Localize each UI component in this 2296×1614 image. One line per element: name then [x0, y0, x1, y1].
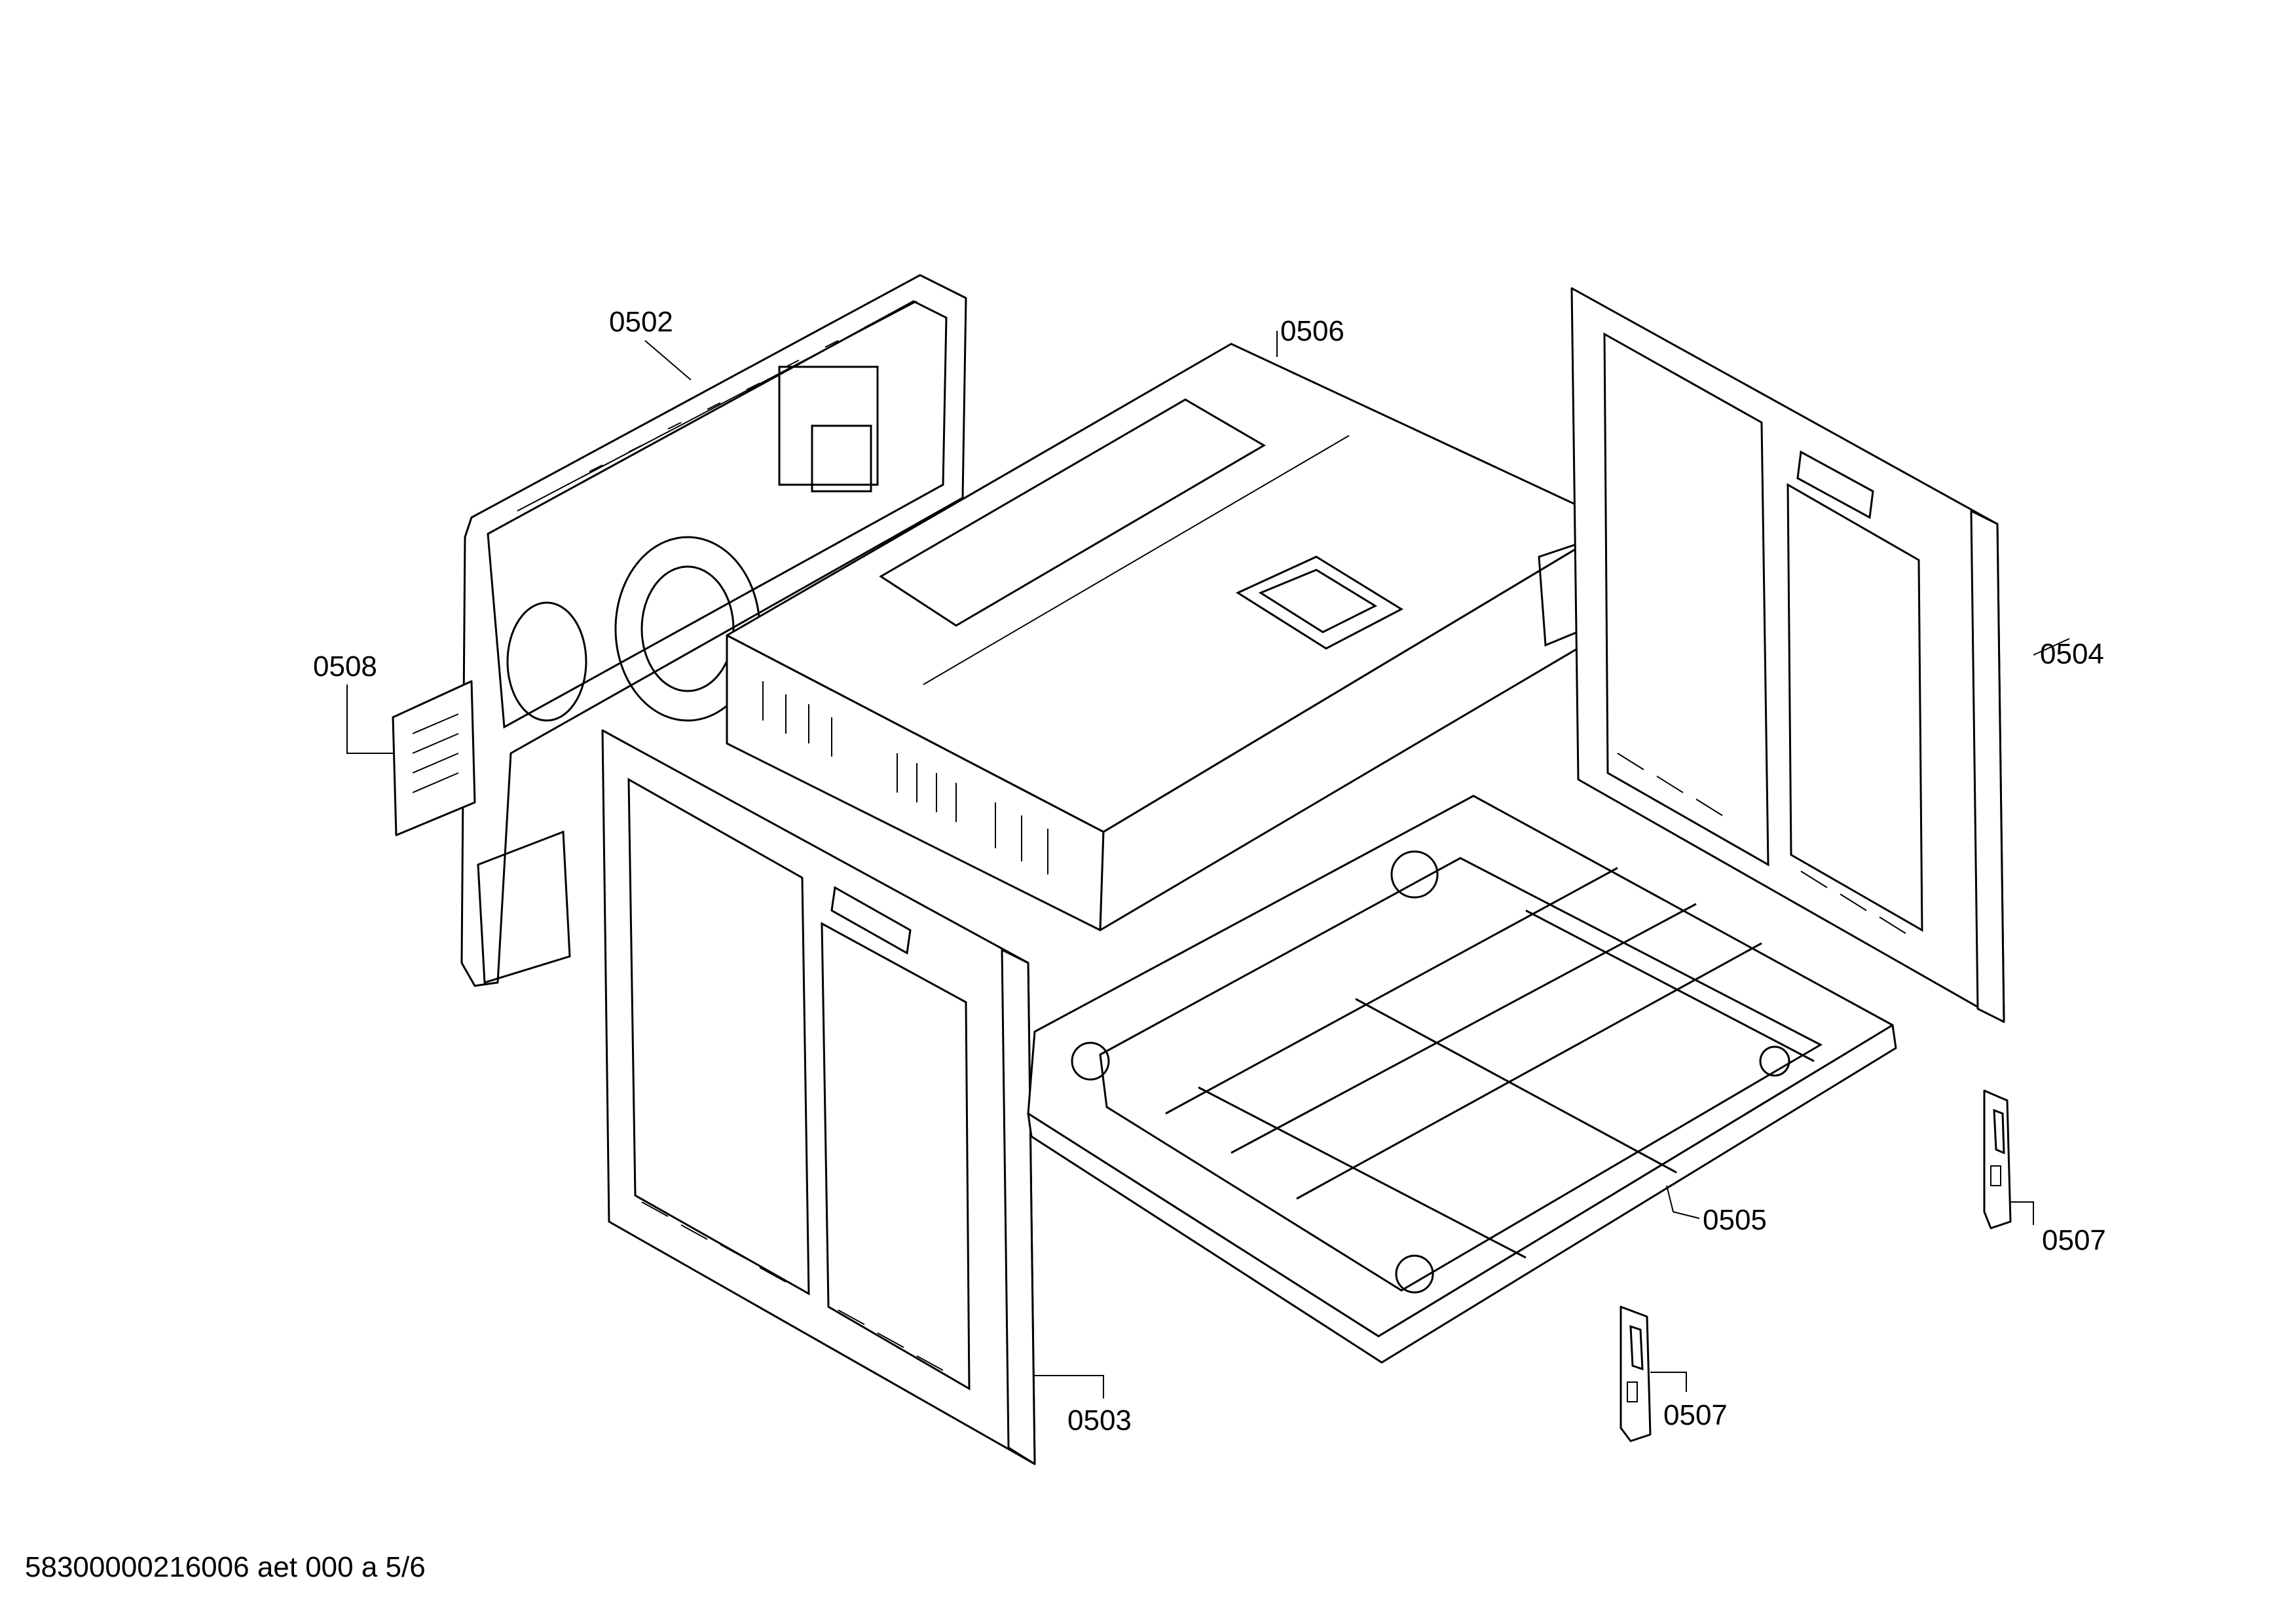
callout-0506: 0506 — [1280, 315, 1344, 347]
part-0502-rear-panel — [460, 274, 967, 987]
callout-0502: 0502 — [609, 306, 673, 338]
callout-0507-bottom: 0507 — [1663, 1399, 1728, 1431]
leader-0508 — [346, 685, 393, 754]
callout-0503: 0503 — [1067, 1404, 1132, 1436]
part-0506-top-cover — [726, 343, 1619, 931]
callout-0505: 0505 — [1703, 1204, 1767, 1236]
callout-0508: 0508 — [313, 650, 377, 683]
leader-0505 — [1666, 1185, 1700, 1219]
leader-lines — [346, 331, 2070, 1398]
part-0504-right-side-wall — [1570, 287, 2005, 1023]
callout-0504: 0504 — [2040, 638, 2104, 670]
leader-0507a — [2010, 1201, 2034, 1225]
leader-0502 — [644, 340, 692, 381]
part-0503-left-side-wall — [601, 729, 1036, 1465]
part-0507-bracket-right — [1983, 1089, 2012, 1229]
leader-0504 — [2033, 638, 2070, 656]
leader-0503 — [1035, 1375, 1104, 1398]
callout-0507-right: 0507 — [2042, 1224, 2106, 1256]
document-code: 58300000216006 aet 000 a 5/6 — [25, 1551, 426, 1583]
leader-0507b — [1650, 1372, 1687, 1392]
part-0508-bracket — [392, 680, 476, 836]
part-0505-bottom-frame — [1027, 795, 1897, 1364]
part-0507-bracket-bottom — [1620, 1305, 1652, 1442]
